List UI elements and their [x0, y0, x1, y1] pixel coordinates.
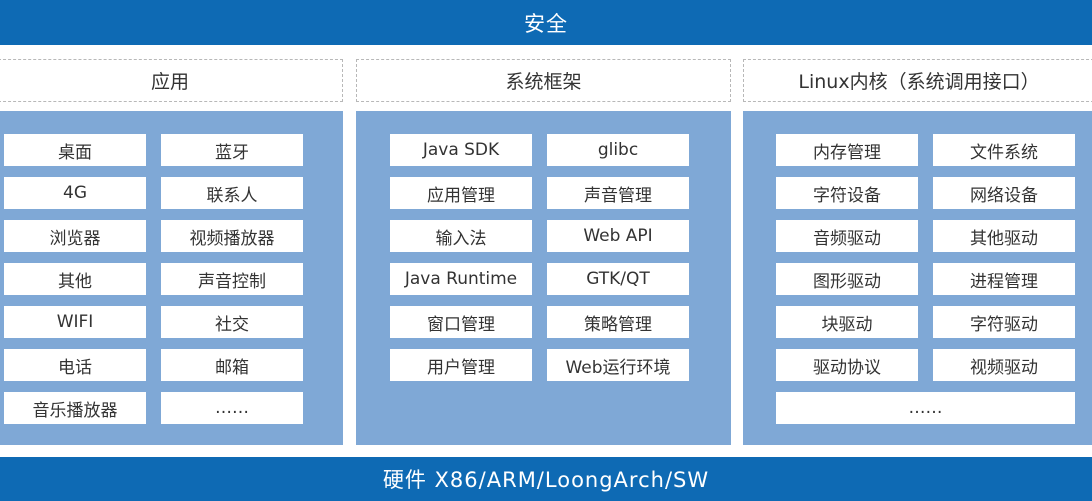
- kernel-item: 文件系统: [933, 134, 1075, 166]
- app-item: 电话: [4, 349, 146, 381]
- kernel-panel: 内存管理文件系统字符设备网络设备音频驱动其他驱动图形驱动进程管理块驱动字符驱动驱…: [743, 111, 1092, 445]
- application-column-header: 应用: [0, 59, 343, 102]
- app-item: WIFI: [4, 306, 146, 338]
- kernel-item: 块驱动: [776, 306, 918, 338]
- app-item: 其他: [4, 263, 146, 295]
- kernel-item: ……: [776, 392, 1075, 424]
- framework-item: 输入法: [390, 220, 532, 252]
- framework-panel: Java SDK glibc 应用管理声音管理输入法 Web API Java Runt…: [356, 111, 731, 445]
- kernel-item: 字符驱动: [933, 306, 1075, 338]
- app-item: ……: [161, 392, 303, 424]
- framework-item: glibc: [547, 134, 689, 166]
- kernel-item: 进程管理: [933, 263, 1075, 295]
- app-item: 音乐播放器: [4, 392, 146, 424]
- application-panel: 桌面蓝牙 4G 联系人浏览器视频播放器其他声音控制 WIFI 社交电话邮箱音乐播放器 ……: [0, 111, 343, 445]
- framework-item: Web API: [547, 220, 689, 252]
- framework-item: 应用管理: [390, 177, 532, 209]
- app-item: 社交: [161, 306, 303, 338]
- app-item: 联系人: [161, 177, 303, 209]
- app-item: 浏览器: [4, 220, 146, 252]
- app-item: 桌面: [4, 134, 146, 166]
- kernel-item: 字符设备: [776, 177, 918, 209]
- app-item: 邮箱: [161, 349, 303, 381]
- kernel-item: 内存管理: [776, 134, 918, 166]
- app-item: 声音控制: [161, 263, 303, 295]
- hardware-layer-bar: 硬件 X86/ARM/LoongArch/SW: [0, 457, 1092, 501]
- framework-column-header: 系统框架: [356, 59, 731, 102]
- kernel-item: 其他驱动: [933, 220, 1075, 252]
- framework-item: 策略管理: [547, 306, 689, 338]
- kernel-item: 视频驱动: [933, 349, 1075, 381]
- app-item: 视频播放器: [161, 220, 303, 252]
- framework-item: 用户管理: [390, 349, 532, 381]
- framework-item: Web运行环境: [547, 349, 689, 381]
- app-item: 4G: [4, 177, 146, 209]
- framework-item: 窗口管理: [390, 306, 532, 338]
- kernel-item: 音频驱动: [776, 220, 918, 252]
- kernel-item: 驱动协议: [776, 349, 918, 381]
- framework-item: Java SDK: [390, 134, 532, 166]
- kernel-item: 图形驱动: [776, 263, 918, 295]
- security-layer-bar: 安全: [0, 0, 1092, 45]
- kernel-item: 网络设备: [933, 177, 1075, 209]
- kernel-column-header: Linux内核（系统调用接口）: [743, 59, 1092, 102]
- app-item: 蓝牙: [161, 134, 303, 166]
- framework-item: GTK/QT: [547, 263, 689, 295]
- framework-item: Java Runtime: [390, 263, 532, 295]
- framework-item: 声音管理: [547, 177, 689, 209]
